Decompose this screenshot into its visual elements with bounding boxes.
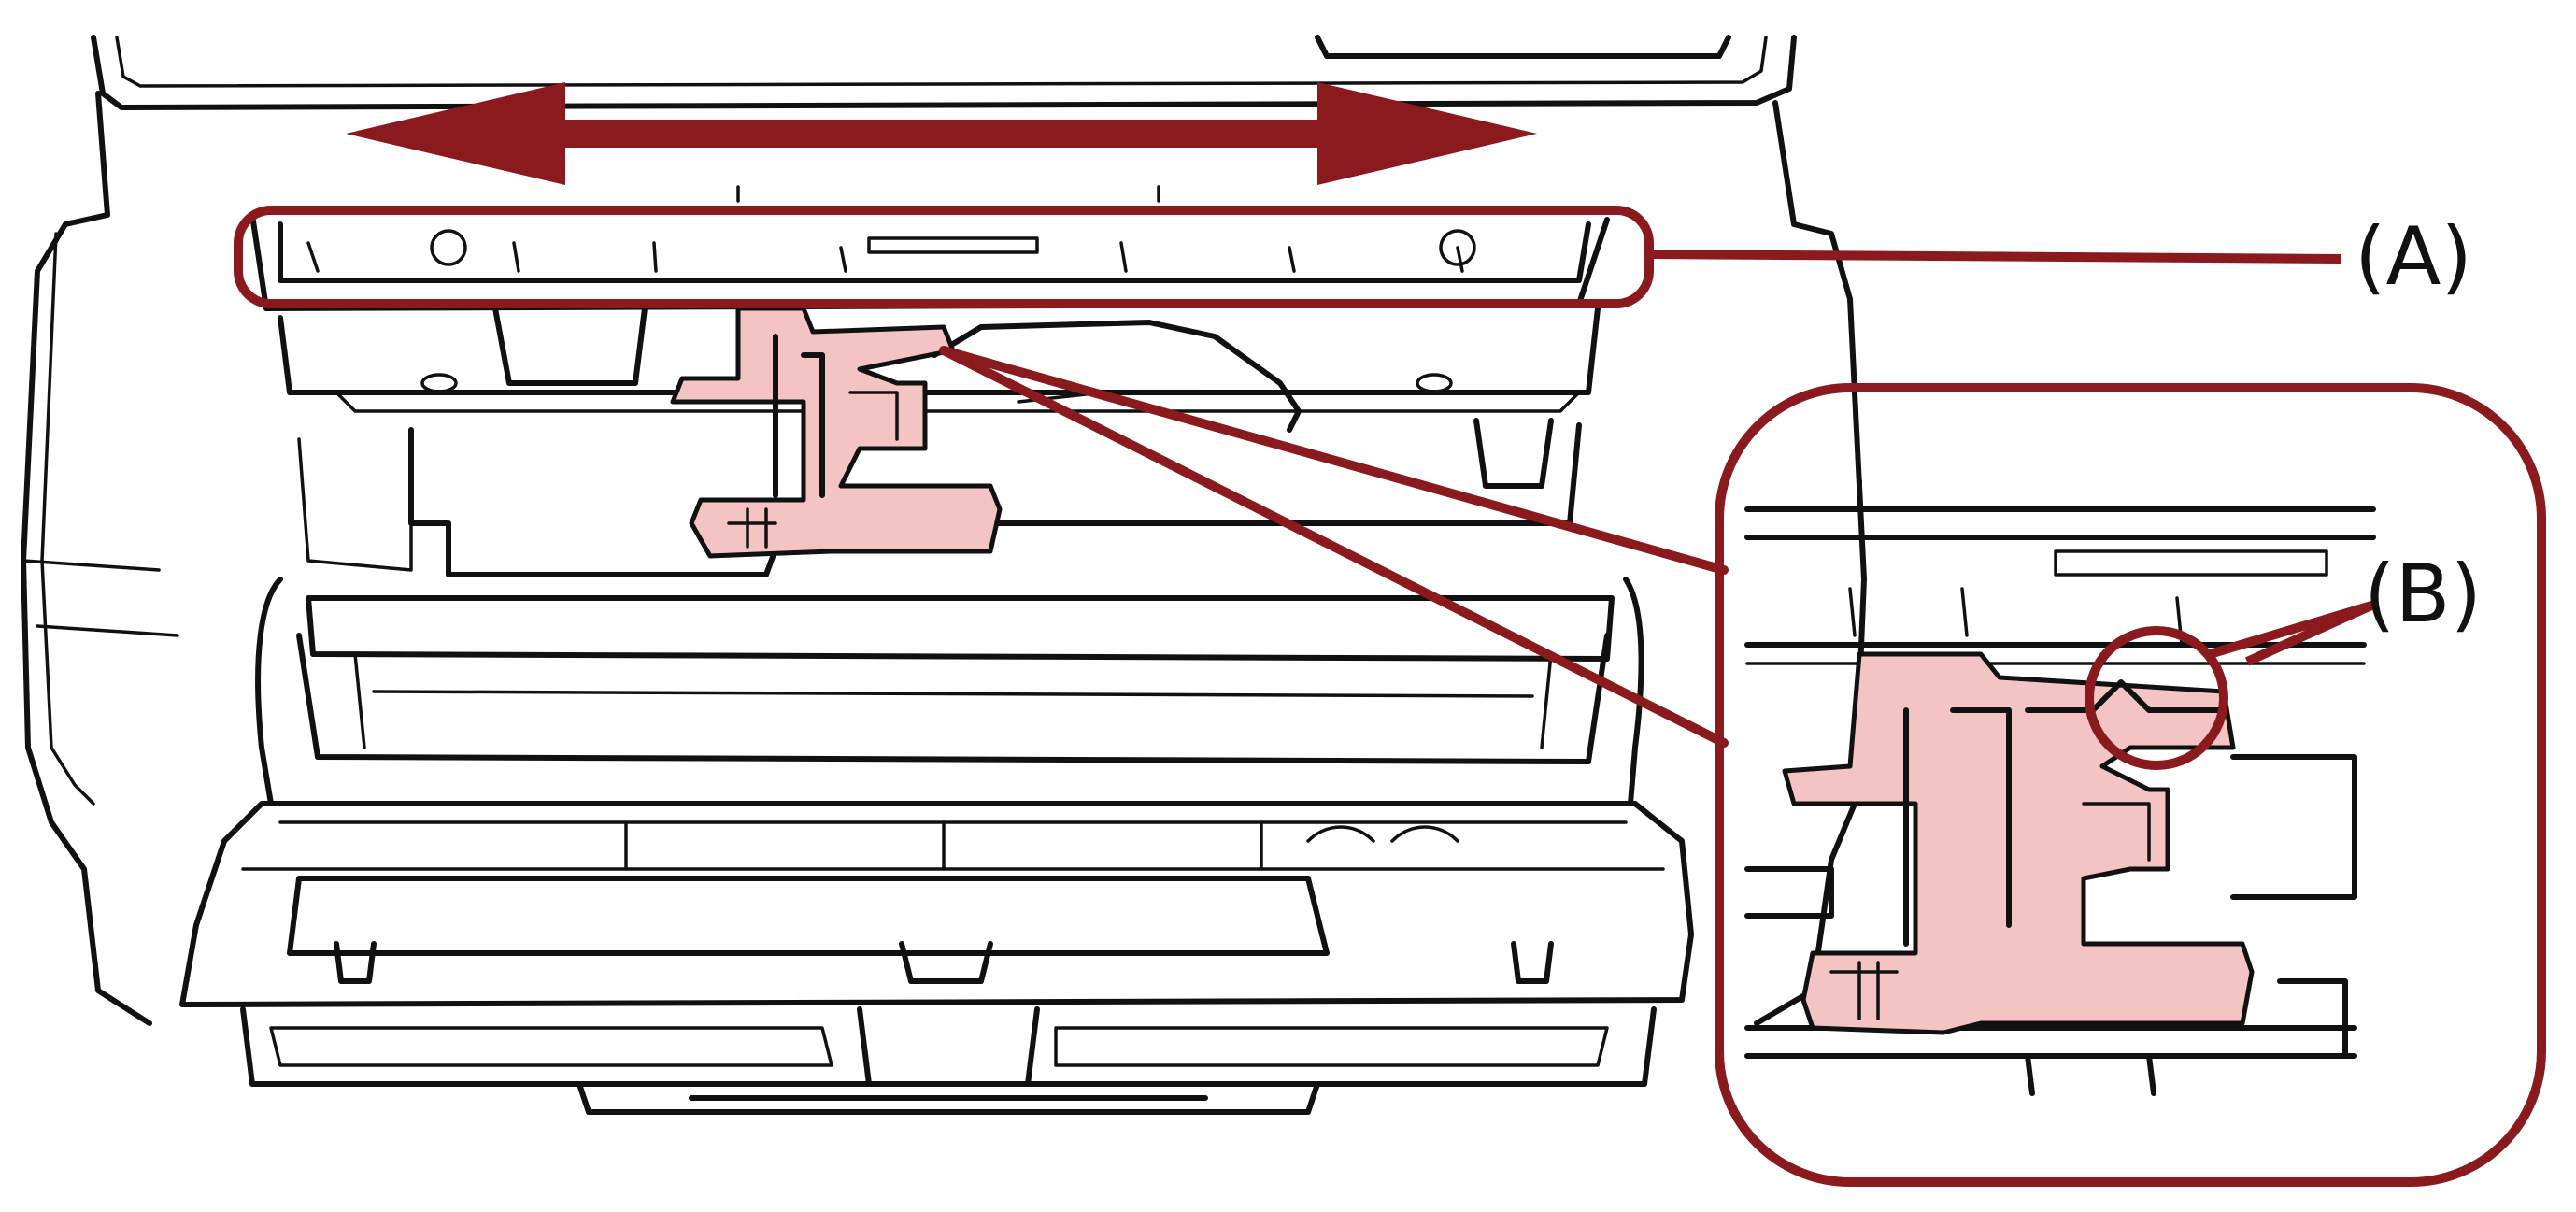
callout-a — [234, 206, 2341, 308]
zoom-inset — [1715, 383, 2546, 1187]
zoom-leader — [939, 346, 1729, 748]
highlighted-part-main — [670, 306, 1003, 559]
callout-label-b: (B) — [2364, 548, 2483, 641]
callout-b — [2085, 601, 2376, 770]
callout-label-a: (A) — [2355, 210, 2472, 304]
double-headed-arrow-icon — [346, 82, 1537, 185]
scanner-body — [21, 35, 1867, 1115]
